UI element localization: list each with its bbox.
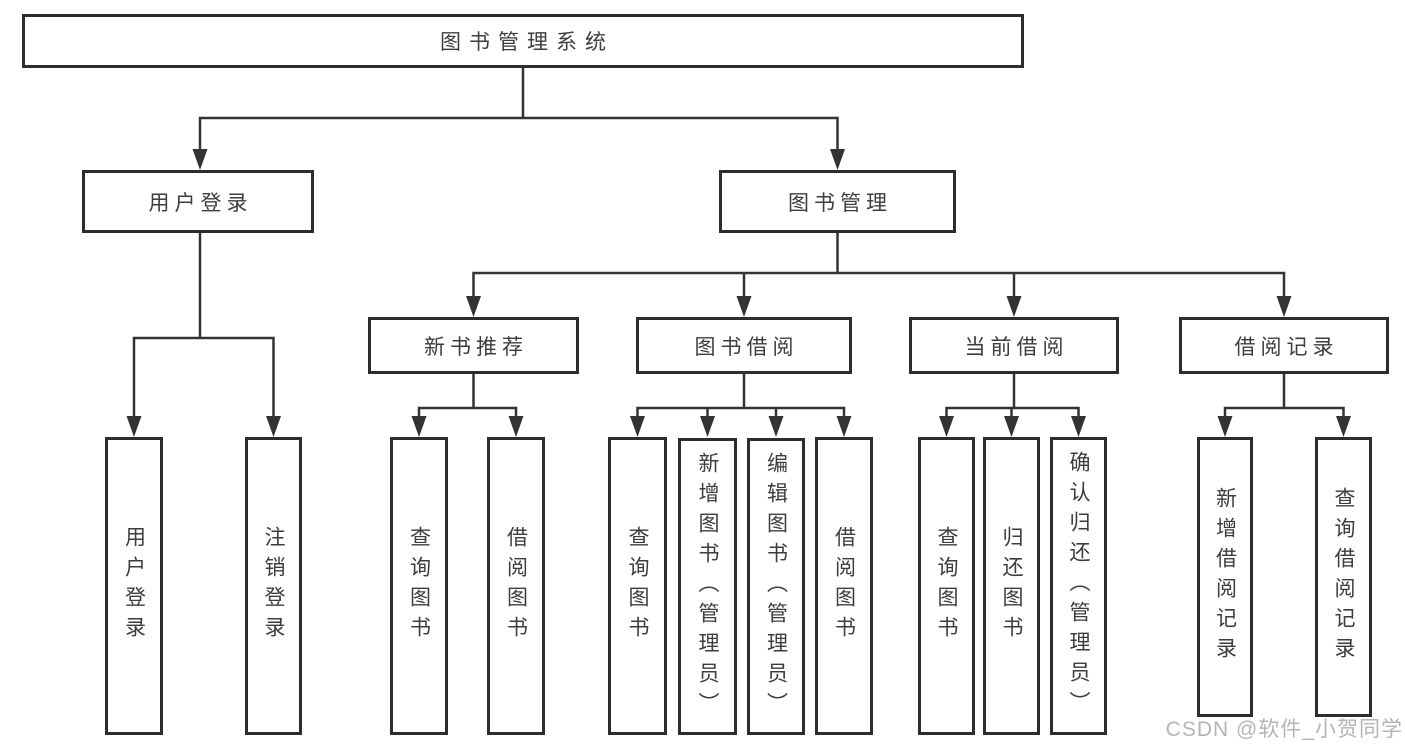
connector-paths: [132, 66, 1345, 420]
node-book-management: 图书管理: [719, 170, 956, 233]
leaf-query-books: 查询图书: [608, 437, 667, 735]
node-user-login: 用户登录: [82, 170, 314, 233]
leaf-label: 编辑图书（管理员）: [764, 451, 788, 722]
arrowhead: [1217, 416, 1233, 437]
leaf-label: 查询图书: [626, 526, 649, 646]
arrowhead: [1276, 296, 1292, 317]
leaf-label: 借阅图书: [504, 526, 528, 646]
leaf-borrow-books: 借阅图书: [487, 437, 545, 735]
arrowhead: [411, 416, 427, 437]
arrowhead: [1004, 416, 1019, 437]
csdn-watermark: CSDN @软件_小贺同学: [1165, 718, 1403, 741]
leaf-add-borrow-record: 新增借阅记录: [1197, 437, 1253, 717]
node-label: 借阅记录: [1234, 335, 1339, 359]
node-new-book-recommend: 新书推荐: [368, 317, 579, 374]
arrowhead: [466, 296, 481, 317]
leaf-user-login: 用户登录: [105, 437, 163, 735]
leaf-query-books: 查询图书: [918, 437, 975, 735]
arrowhead: [768, 416, 784, 437]
node-current-borrowing: 当前借阅: [909, 317, 1119, 374]
leaf-borrow-books: 借阅图书: [815, 437, 873, 735]
leaf-label: 借阅图书: [832, 526, 856, 646]
node-label: 新书推荐: [424, 335, 528, 359]
leaf-label: 新增图书（管理员）: [696, 451, 719, 722]
leaf-query-borrow-record: 查询借阅记录: [1315, 437, 1372, 717]
leaf-edit-books-admin: 编辑图书（管理员）: [747, 438, 805, 735]
leaf-label: 归还图书: [1000, 526, 1023, 646]
arrowhead: [266, 416, 281, 437]
leaf-label: 注销登录: [262, 526, 285, 646]
arrowhead: [630, 416, 645, 437]
connector-borrow-records: [1223, 372, 1345, 420]
connector-book-borrow: [636, 372, 846, 420]
arrowhead: [126, 416, 142, 437]
arrowhead: [192, 149, 208, 170]
leaf-query-books: 查询图书: [390, 437, 448, 735]
arrowhead: [1071, 416, 1086, 437]
connector-user-login: [132, 231, 275, 420]
arrowhead: [700, 416, 715, 437]
connector-new-books: [417, 372, 518, 420]
leaf-label: 用户登录: [122, 526, 146, 646]
leaf-label: 新增借阅记录: [1213, 487, 1237, 667]
connector-current-borrow: [945, 372, 1080, 420]
connector-root: [198, 66, 839, 153]
arrowhead: [1006, 296, 1022, 317]
arrowhead: [939, 416, 954, 437]
arrowhead: [508, 416, 524, 437]
node-borrowing-records: 借阅记录: [1179, 317, 1389, 374]
arrowheads: [126, 149, 1351, 437]
arrowhead: [736, 296, 752, 317]
arrowhead: [836, 416, 852, 437]
arrowhead: [1336, 416, 1351, 437]
leaf-logout: 注销登录: [245, 437, 302, 735]
leaf-confirm-return-admin: 确认归还（管理员）: [1050, 437, 1107, 735]
connector-book-mgmt: [472, 231, 1286, 300]
arrowhead: [830, 149, 845, 170]
node-label: 图书借阅: [694, 335, 799, 359]
node-label: 用户登录: [148, 191, 253, 215]
leaf-add-books-admin: 新增图书（管理员）: [678, 438, 737, 735]
node-library-system: 图书管理系统: [22, 14, 1024, 68]
leaf-return-books: 归还图书: [983, 437, 1040, 735]
leaf-label: 查询图书: [407, 526, 431, 646]
leaf-label: 确认归还（管理员）: [1067, 451, 1090, 721]
node-label: 图书管理: [788, 191, 892, 215]
node-label: 图书管理系统: [440, 31, 614, 54]
node-label: 当前借阅: [964, 335, 1069, 359]
leaf-label: 查询图书: [935, 526, 958, 646]
node-book-borrowing: 图书借阅: [636, 317, 852, 374]
leaf-label: 查询借阅记录: [1332, 487, 1355, 667]
